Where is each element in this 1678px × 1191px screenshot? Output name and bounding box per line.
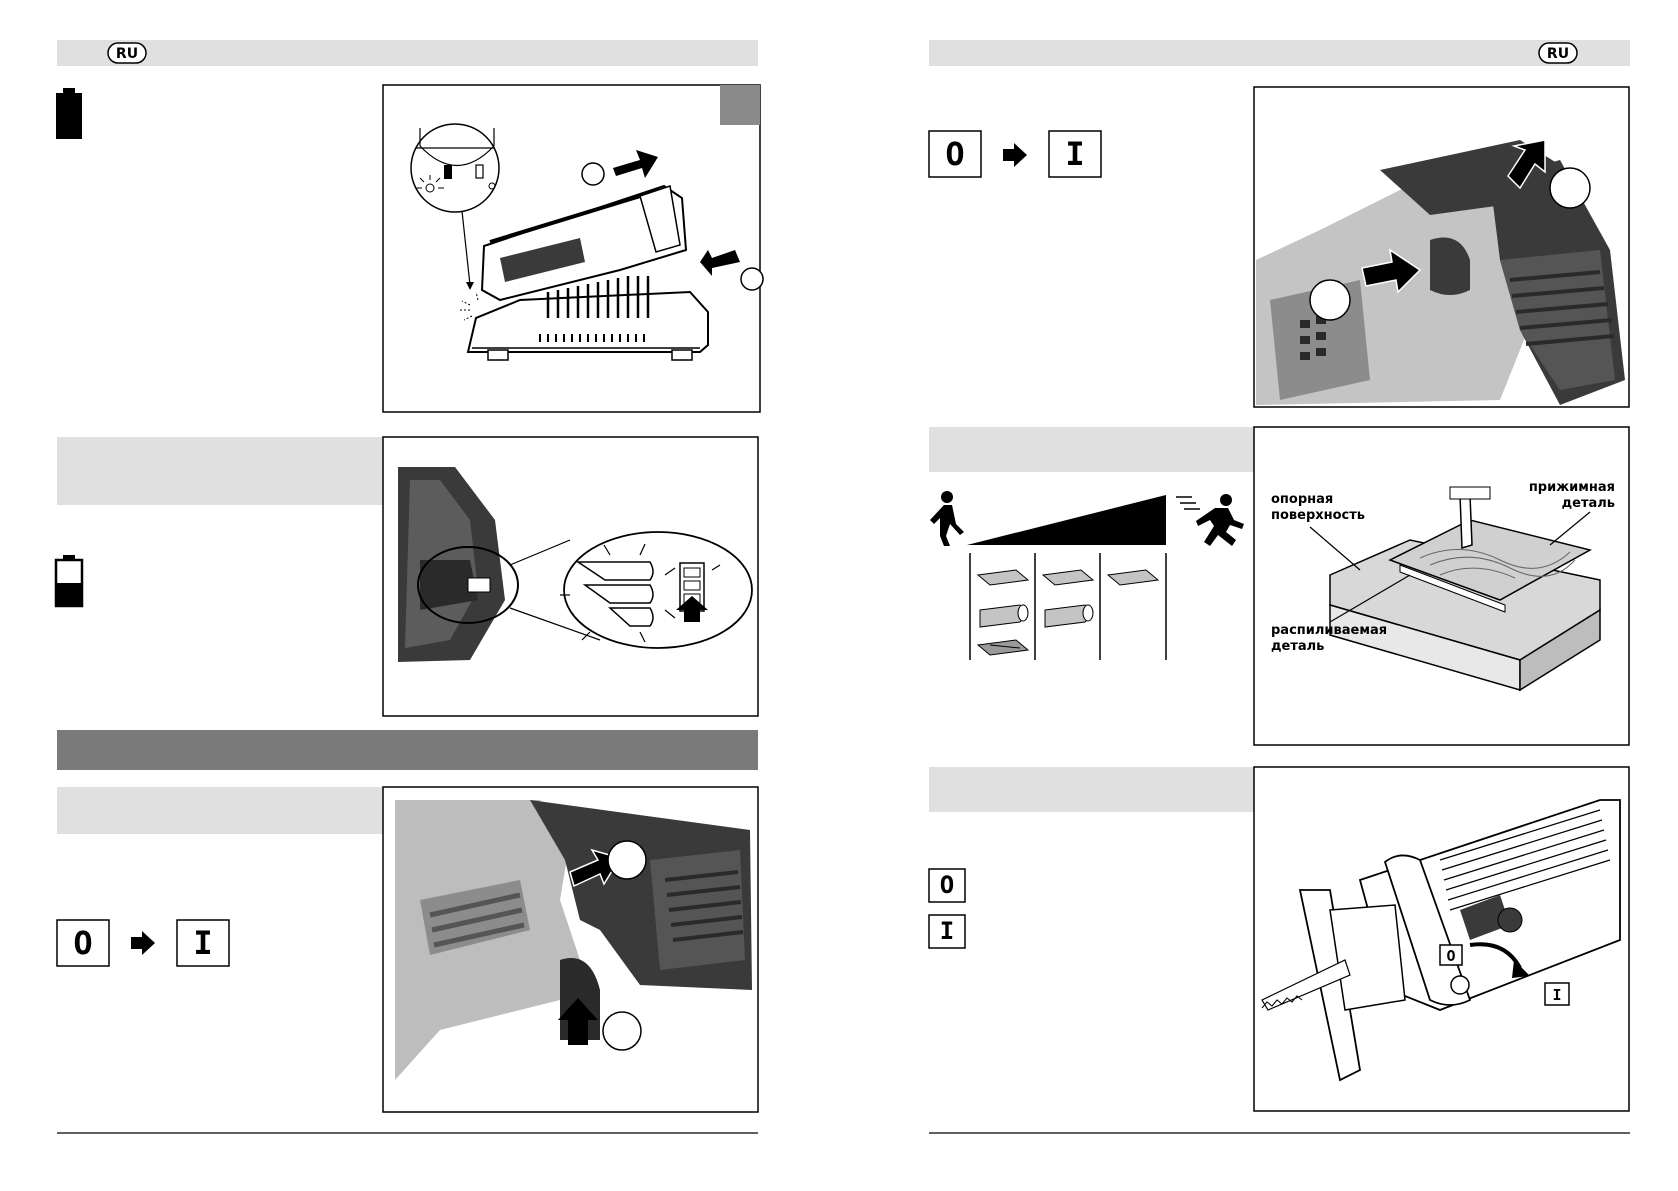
arrow-right-icon-right [1003, 143, 1027, 167]
tile-icon [976, 639, 1030, 656]
speed-box [929, 427, 1254, 472]
running-person-icon [1176, 494, 1244, 546]
left-switch-box [57, 787, 383, 834]
blade-lever-figure: O I [1253, 766, 1630, 1112]
speed-ramp [967, 495, 1166, 545]
off-symbol-box [56, 919, 110, 967]
on-symbol-box [176, 919, 230, 967]
lever-off-symbol: O [1446, 947, 1455, 965]
metal-pipe-icon [979, 604, 1094, 628]
off-symbol: O [73, 924, 92, 962]
label-support-line1: опорная [1271, 492, 1333, 507]
lever-box [929, 767, 1254, 812]
left-page: RU [54, 40, 764, 1134]
section-bar [57, 730, 758, 770]
on-symbol-right: I [1065, 135, 1084, 173]
tool-switch-figure [382, 786, 759, 1113]
on-symbol: I [193, 924, 212, 962]
legend-on-symbol: I [940, 917, 954, 945]
lever-legend: O I [928, 868, 966, 949]
label-clamp-line2: деталь [1562, 496, 1615, 511]
language-badge-right-text: RU [1547, 46, 1569, 62]
right-header-bar [929, 40, 1630, 66]
battery-full-icon [56, 88, 82, 139]
label-cut-line2: деталь [1271, 639, 1324, 654]
switch-sequence-right: O I [928, 130, 1102, 178]
right-page: RU O I [928, 40, 1630, 1134]
legend-off-symbol: O [940, 871, 954, 899]
label-clamp-line1: прижимная [1529, 480, 1615, 495]
off-symbol-right: O [945, 135, 964, 173]
label-cut-line1: распиливаемая [1271, 623, 1387, 638]
battery-indicator-figure [382, 436, 759, 717]
wood-board-icon [976, 569, 1160, 586]
battery-low-icon [54, 555, 84, 608]
cutting-figure: опорная поверхность прижимная деталь рас… [1253, 426, 1630, 746]
switch-sequence: O I [56, 919, 230, 967]
language-badge-right: RU [1538, 42, 1578, 64]
trigger-lock-figure [1253, 86, 1630, 408]
language-badge: RU [107, 42, 147, 64]
charger-figure [382, 84, 764, 413]
speed-figure [930, 491, 1244, 660]
walking-person-icon [930, 491, 964, 546]
figure-tab [720, 85, 760, 125]
left-header-bar [57, 40, 758, 66]
arrow-right-icon [131, 931, 155, 955]
lever-on-symbol: I [1552, 986, 1561, 1004]
label-support-line2: поверхность [1271, 508, 1365, 523]
language-badge-text: RU [116, 46, 138, 62]
left-info-box [57, 437, 383, 505]
